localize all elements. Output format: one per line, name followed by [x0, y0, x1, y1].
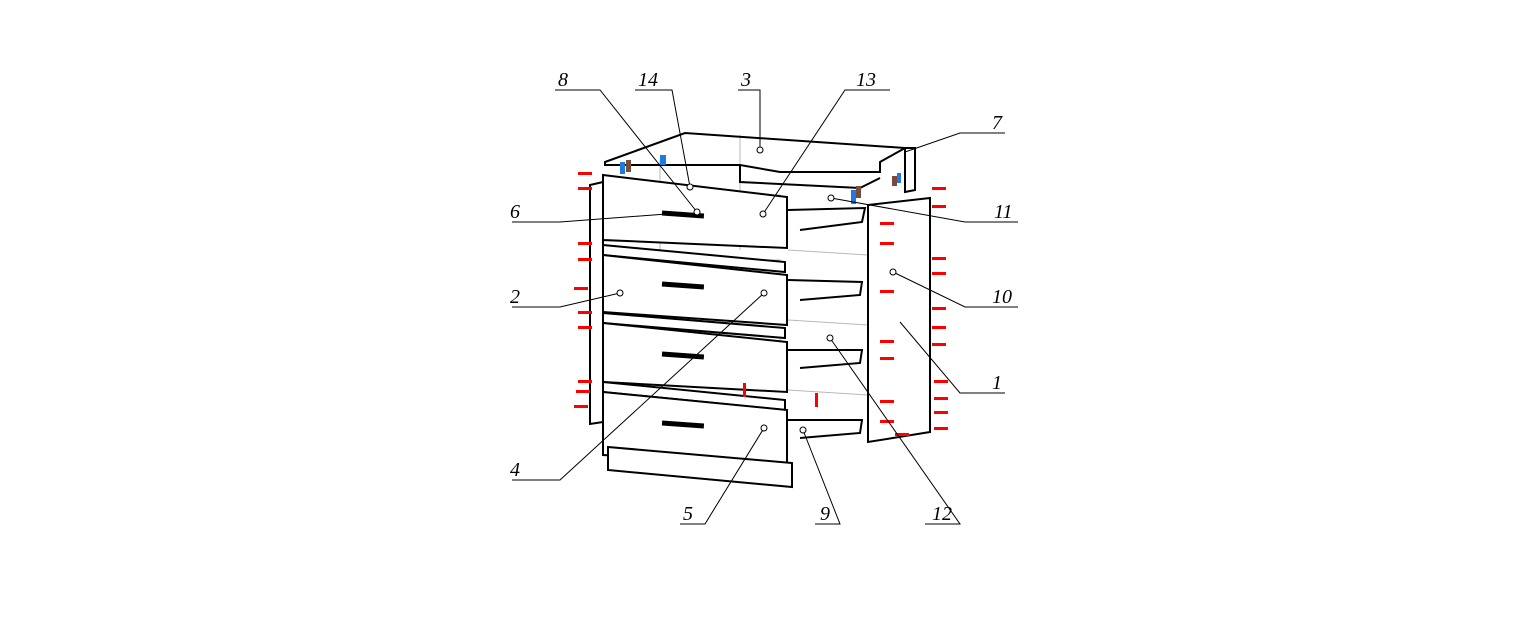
callout-7: 7: [992, 112, 1003, 134]
fastener-mark: [932, 343, 946, 346]
callout-11: 11: [994, 201, 1013, 223]
callout-5: 5: [683, 503, 693, 525]
fastener-mark: [578, 258, 592, 261]
plinth: [607, 445, 793, 489]
fastener-mark: [578, 242, 592, 245]
fastener-mark: [895, 433, 909, 436]
callout-10: 10: [992, 286, 1012, 308]
fastener-mark: [932, 187, 946, 190]
fastener-mark: [880, 222, 894, 225]
callout-3: 3: [740, 69, 751, 91]
right-side-panel: [867, 196, 931, 444]
fastener-mark: [574, 287, 588, 290]
callout-8: 8: [558, 69, 568, 91]
callout-12: 12: [932, 503, 952, 525]
fastener-mark: [578, 326, 592, 329]
callout-6: 6: [510, 201, 520, 223]
fastener-mark: [934, 380, 948, 383]
drawer-fronts: [602, 173, 793, 489]
fastener-mark: [576, 390, 590, 393]
fastener-mark: [880, 420, 894, 423]
fasteners: [574, 172, 948, 436]
callout-9: 9: [820, 503, 830, 525]
fastener-mark: [578, 380, 592, 383]
fastener-mark: [934, 397, 948, 400]
dowel-mark: [815, 393, 818, 407]
fastener-mark: [880, 357, 894, 360]
callout-2: 2: [510, 286, 520, 308]
fastener-mark: [880, 340, 894, 343]
clips: [620, 155, 901, 204]
callout-4: 4: [510, 459, 520, 481]
drawer-boxes: [787, 206, 867, 439]
fastener-mark: [578, 172, 592, 175]
fastener-mark: [934, 411, 948, 414]
leader-lines: [512, 89, 1018, 525]
top-panel: [604, 131, 909, 190]
fastener-mark: [578, 187, 592, 190]
callout-13: 13: [856, 69, 876, 91]
dowel-mark: [743, 383, 746, 397]
fastener-mark: [932, 257, 946, 260]
fastener-mark: [932, 205, 946, 208]
fastener-mark: [934, 427, 948, 430]
left-side-panel: [589, 180, 604, 426]
callout-points: [616, 146, 897, 434]
back-panel: [904, 147, 916, 194]
callout-1: 1: [992, 372, 1002, 394]
fastener-mark: [880, 400, 894, 403]
fastener-mark: [574, 405, 588, 408]
fastener-mark: [932, 272, 946, 275]
fastener-mark: [578, 311, 592, 314]
fastener-mark: [880, 242, 894, 245]
callout-14: 14: [638, 69, 658, 91]
fastener-mark: [880, 290, 894, 293]
fastener-mark: [932, 307, 946, 310]
fastener-mark: [932, 326, 946, 329]
